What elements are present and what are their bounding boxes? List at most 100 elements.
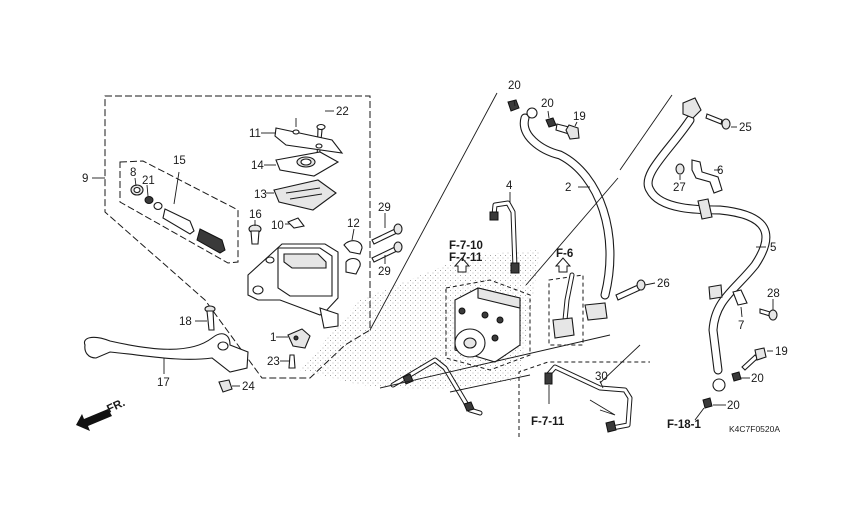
hose-5-top-block [682,97,702,119]
boot-8 [130,184,144,196]
front-direction-label: FR. [105,397,127,416]
pivot-bolt-16 [248,224,262,245]
callout-1: 1 [270,332,276,344]
clamp-7 [732,289,748,306]
callout-leaders [92,99,774,406]
pipe-4-fitting-top [489,211,499,221]
callout-20a: 20 [508,80,521,92]
oil-bolt-19-lower [741,347,767,371]
master-cylinder-body [247,243,339,329]
callout-2: 2 [565,182,571,194]
leader-diagonal-3 [619,94,673,171]
ref-F-7-11-upper: F-7-11 [449,252,483,264]
callout-9: 9 [82,173,88,185]
pipe-30-fitting-b [605,420,617,433]
abs-pipe-fitting-b [463,401,475,412]
callout-6: 6 [717,165,723,177]
callout-28: 28 [767,288,780,300]
up-arrow-F-7-10 [453,257,471,273]
callout-30: 30 [595,371,608,383]
leader-diagonal-1 [369,92,498,331]
assembly-9-outline [104,95,371,379]
hose-5-eye [712,378,726,392]
brake-hose-5 [643,115,771,375]
callout-5: 5 [770,242,776,254]
washer-20a [507,99,520,112]
screw-23 [288,354,296,369]
pipe-30-fitting-a [544,372,553,385]
ref-F-18-1: F-18-1 [667,419,701,431]
callout-23: 23 [267,356,280,368]
joint-bolt-26 [615,279,646,301]
leader-30 [589,344,641,416]
callout-17: 17 [157,377,170,389]
lever-pivot-hole [217,341,229,351]
ref-F-7-11-lower: F-7-11 [531,416,565,428]
callout-7: 7 [738,320,744,332]
callout-19b: 19 [775,346,788,358]
callout-14: 14 [251,160,264,172]
callout-12: 12 [347,218,360,230]
brake-lever-17 [83,333,249,373]
callout-15: 15 [173,155,186,167]
nut-24 [218,379,233,393]
holder-bolt-29b [371,241,403,263]
callout-20d: 20 [727,400,740,412]
callout-25: 25 [739,122,752,134]
washer-20d [702,397,713,409]
joint-bolt-25 [705,113,731,130]
washer-20b [545,117,557,128]
clamp-bolt-28 [759,308,778,321]
holder-bolt-29a [371,223,403,245]
diaphragm-plate-10 [287,217,305,229]
joint-hose-stub-inner [563,273,574,322]
callout-29b: 29 [378,266,391,278]
callout-13: 13 [254,189,267,201]
callout-10: 10 [271,220,284,232]
callout-4: 4 [506,180,513,192]
callout-18: 18 [179,316,192,328]
up-arrow-F-6 [554,257,572,273]
oil-bolt-19-upper [555,123,580,140]
brake-pipe-30-inner [546,365,632,430]
abs-modulator [445,279,531,371]
callout-20b: 20 [541,98,554,110]
diaphragm-14 [275,151,340,177]
abs-lower-pipe-inner [391,358,482,415]
leader-abs-pipe [379,334,611,393]
spring [196,228,226,254]
hose-5-lower-collar [708,284,723,300]
callout-21: 21 [142,175,155,187]
leader-diagonal-2 [525,177,619,286]
circlip-21 [144,196,154,204]
stay-bolt-27 [675,163,685,175]
piston-set-15-outline [119,160,239,264]
brake-hose-2-inner [520,114,614,299]
callout-8: 8 [130,167,136,179]
ref-F-7-10: F-7-10 [449,240,483,252]
callout-19a: 19 [573,111,586,123]
brake-pipe-4-inner [492,201,517,270]
pipe-4-fitting-bottom [510,262,520,274]
arrow-to-F-18-1 [694,407,705,421]
joint-block-left [552,317,575,339]
diagram-code: K4C7F0520A [729,424,780,434]
plate-13 [273,179,337,211]
callout-22: 22 [336,106,349,118]
washer [153,201,163,211]
front-direction-arrow: FR. [76,397,127,431]
abs-pipe-fitting-a [402,373,414,385]
stay-6 [691,159,723,194]
brake-hose-5-inner [644,116,770,374]
pivot-screw-18 [204,305,216,331]
callout-16: 16 [249,209,262,221]
callout-20c: 20 [751,373,764,385]
hose-5-collar [697,198,713,220]
holder-12 [343,240,363,275]
hose-2-eye [526,107,538,119]
lower-box-outline [518,361,650,437]
callout-26: 26 [657,278,670,290]
switch-1 [287,328,311,349]
callout-29a: 29 [378,202,391,214]
